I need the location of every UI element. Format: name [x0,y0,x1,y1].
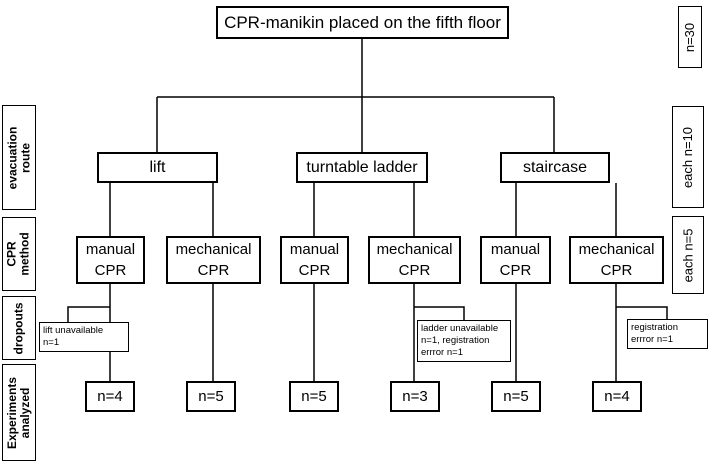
dropout-line1: registration [631,322,678,333]
method-line1: mechanical [376,241,453,258]
label-evacuation-route-line1: evacuation [5,126,20,189]
label-dropouts: dropouts [2,296,36,360]
method-line2: CPR [499,262,532,279]
route-box-staircase: staircase [500,152,610,183]
label-total-n: n=30 [678,6,702,68]
method-line1: mechanical [175,241,252,258]
method-line1: manual [85,241,136,258]
label-each-route-n: each n=10 [672,106,704,208]
result-box-lift-manual: n=4 [85,381,135,412]
result-box-lift-mechanical: n=5 [186,381,236,412]
method-line2: CPR [298,262,331,279]
title-box: CPR-manikin placed on the fifth floor [216,6,509,39]
label-cpr-method-line2: method [18,232,32,276]
dropout-line2: errror n=1 [631,334,673,345]
method-line1: manual [289,241,340,258]
label-dropouts-text: dropouts [11,302,26,354]
method-line1: mechanical [578,241,655,258]
method-line2: CPR [398,262,431,279]
result-box-staircase-mechanical: n=4 [592,381,642,412]
method-line1: manual [490,241,541,258]
result-box-ladder-manual: n=5 [289,381,339,412]
method-line2: CPR [197,262,230,279]
label-evacuation-route-line2: route [18,142,33,173]
label-each-route-n-text: each n=10 [680,126,696,188]
dropout-line1: lift unavailable [43,325,104,336]
dropout-line2: n=1, registration [421,335,490,346]
label-total-n-text: n=30 [682,22,698,52]
result-box-staircase-manual: n=5 [491,381,541,412]
route-box-lift: lift [97,152,218,183]
label-experiments-analyzed-line1: Experiments [5,376,19,449]
route-box-turntable-ladder: turntable ladder [296,152,428,183]
method-line2: CPR [94,262,127,279]
label-experiments-analyzed-line2: analyzed [18,387,32,438]
dropout-line3: errror n=1 [421,347,463,358]
dropout-line1: ladder unavailable [421,323,499,334]
dropout-line2: n=1 [43,337,60,348]
label-each-method-n-text: each n=5 [680,228,696,282]
result-box-ladder-mechanical: n=3 [390,381,440,412]
label-each-method-n: each n=5 [672,216,704,294]
method-line2: CPR [600,262,633,279]
